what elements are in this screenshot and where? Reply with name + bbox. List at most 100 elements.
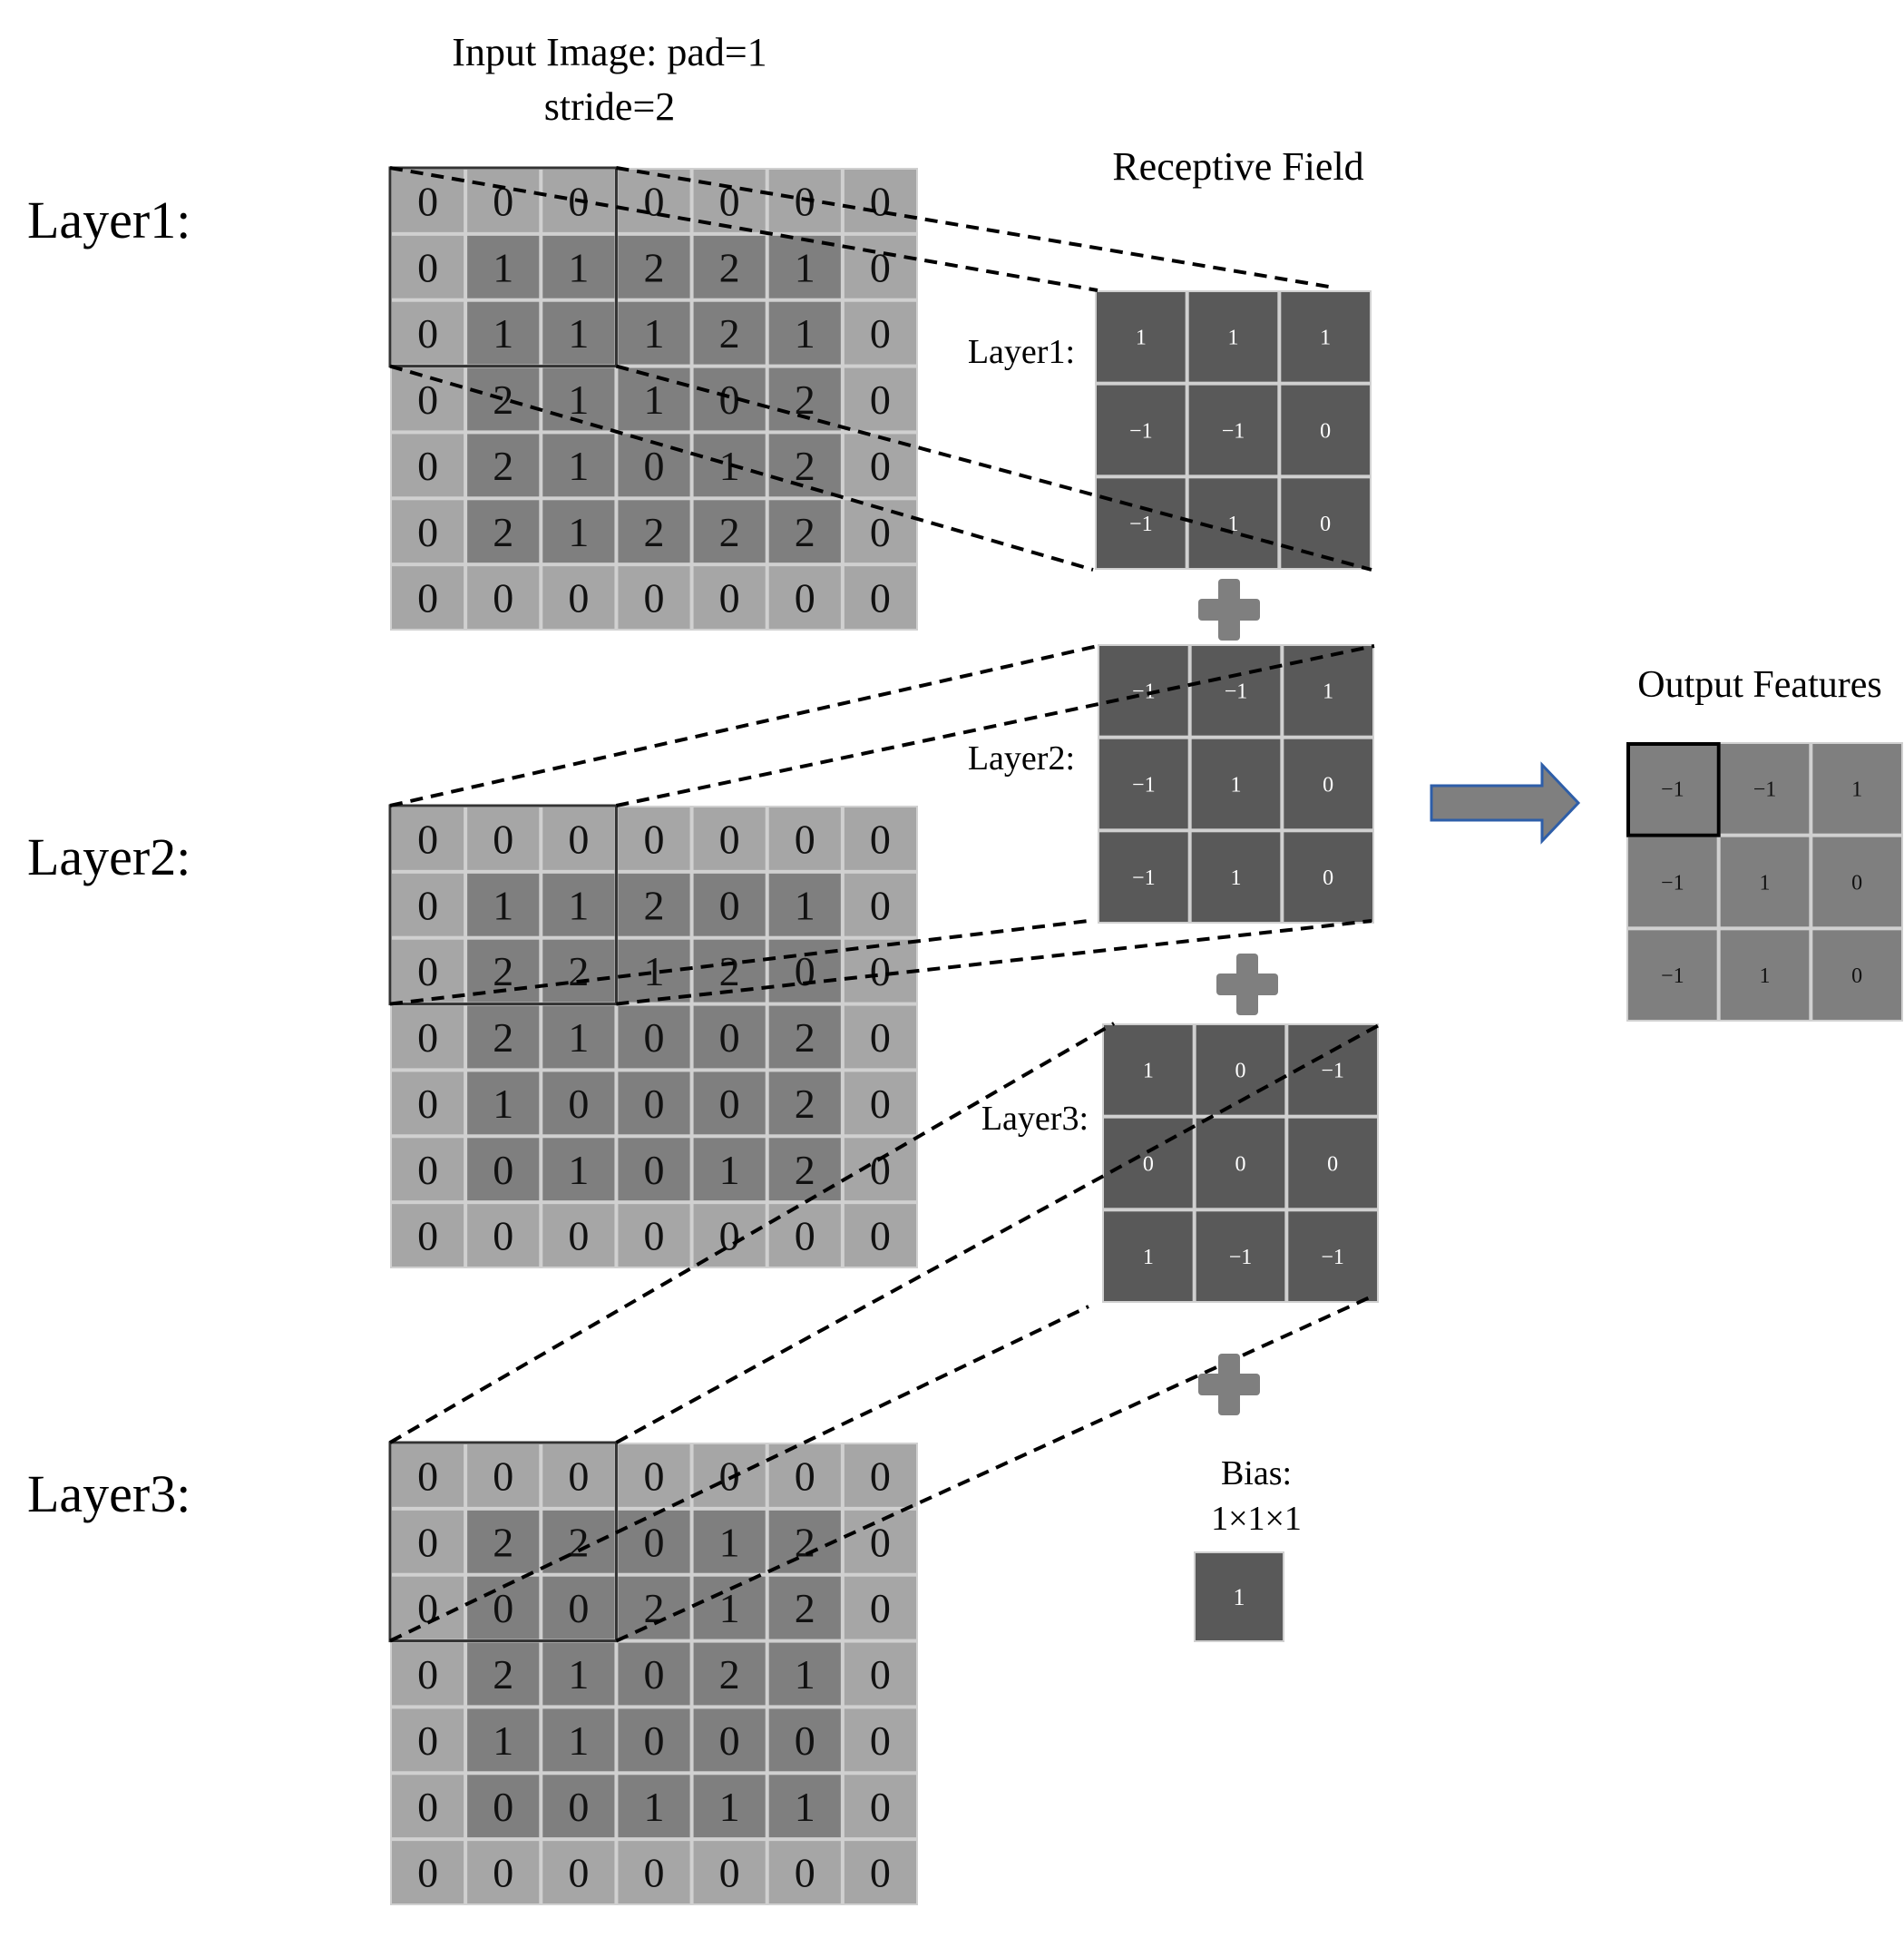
input-grid-layer2-cell-value: 0 [644, 1014, 665, 1061]
input-grid-layer2-cell [467, 873, 540, 936]
input-grid-layer3-cell-value: 0 [719, 1717, 740, 1764]
input-grid-layer2-cell [542, 807, 615, 870]
input-grid-layer2-cell-value: 0 [870, 817, 891, 863]
output-grid-cell-value: 0 [1851, 964, 1862, 988]
output-grid-cell-value: −1 [1661, 778, 1684, 802]
kernel-grid-layer3-cell [1196, 1118, 1285, 1208]
kernel-grid-layer2-cell-value: 1 [1231, 773, 1242, 797]
input-title-line2: stride=2 [544, 84, 676, 129]
input-grid-layer2-cell [392, 1005, 464, 1069]
input-grid-layer2-cell-value: 1 [493, 1081, 513, 1127]
input-grid-layer1-cell [768, 235, 841, 298]
input-grid-layer1-cell-value: 0 [644, 443, 665, 489]
input-grid-layer1-cell [768, 434, 841, 497]
input-grid-layer1-cell-value: 1 [568, 244, 589, 290]
kernel-grid-layer2-cell-value: −1 [1132, 866, 1156, 890]
input-grid-layer3-cell [392, 1642, 464, 1706]
input-grid-layer2-cell-value: 0 [493, 1147, 513, 1193]
projection-line [389, 644, 1098, 807]
input-grid-layer2-cell [844, 1071, 916, 1135]
input-grid-layer2-cell-value: 0 [644, 1213, 665, 1259]
input-grid-layer3-cell-value: 1 [795, 1651, 815, 1698]
input-grid-layer3-cell [542, 1841, 615, 1903]
output-grid-cell [1628, 744, 1717, 834]
input-grid-layer3-cell [844, 1510, 916, 1573]
input-grid-layer3-cell [844, 1642, 916, 1706]
input-grid-layer3-cell-value: 0 [493, 1585, 513, 1631]
output-grid-cell-value: −1 [1661, 964, 1684, 988]
kernel-grid-layer1-cell [1097, 478, 1186, 568]
kernel-grid-layer3-cell-value: 0 [1235, 1060, 1246, 1083]
input-grid-layer3-cell-value: 0 [417, 1519, 438, 1565]
input-grid-layer2-cell [844, 1138, 916, 1201]
receptive-field-title: Receptive Field [1112, 144, 1363, 189]
input-grid-layer3-cell [618, 1841, 690, 1903]
input-grid-layer2-cell [467, 1138, 540, 1201]
input-grid-layer1-cell [693, 500, 766, 563]
input-grid-layer3-cell [542, 1510, 615, 1573]
bias-cell-cell [1196, 1553, 1283, 1640]
input-grid-layer3-cell-value: 2 [493, 1519, 513, 1565]
input-grid-layer1-cell [768, 566, 841, 629]
input-grid-layer1-cell-value: 1 [568, 310, 589, 357]
input-grid-layer1-cell [693, 367, 766, 431]
input-grid-layer2-cell [618, 1204, 690, 1267]
input-grid-layer1-cell-value: 0 [870, 244, 891, 290]
input-grid-layer3-cell [844, 1576, 916, 1639]
input-grid-layer2-cell-value: 0 [417, 882, 438, 928]
input-grid-layer1-cell-value: 0 [870, 310, 891, 357]
input-grid-layer2-cell [542, 939, 615, 1003]
input-grid-layer2-cell [467, 1005, 540, 1069]
input-grid-layer2-cell-value: 1 [719, 1147, 740, 1193]
input-grid-layer1-cell-value: 2 [644, 244, 665, 290]
input-grid-layer2-cell [467, 1204, 540, 1267]
input-grid-layer1-cell [392, 235, 464, 298]
input-grid-layer1-cell [618, 566, 690, 629]
input-grid-layer2-cell-value: 0 [417, 817, 438, 863]
input-grid-layer3-cell [768, 1708, 841, 1772]
input-grid-layer2-cell-value: 2 [493, 948, 513, 994]
output-grid-cell-value: 1 [1760, 964, 1771, 988]
input-grid-layer2-cell-value: 0 [870, 1213, 891, 1259]
input-grid-layer3-cell-value: 0 [644, 1519, 665, 1565]
input-grid-layer1-cell-value: 0 [870, 179, 891, 225]
kernel-grid-layer1-cell [1281, 385, 1370, 475]
input-grid-layer2-cell [844, 807, 916, 870]
input-grid-layer3-cell-value: 0 [870, 1519, 891, 1565]
kernel-grid-layer1-cell [1188, 292, 1278, 382]
input-grid-layer2-cell-value: 0 [719, 817, 740, 863]
input-grid-layer3-cell [768, 1642, 841, 1706]
input-grid-layer2-cell-value: 0 [795, 817, 815, 863]
input-grid-layer3-cell [467, 1444, 540, 1507]
input-grid-layer1-cell [844, 301, 916, 365]
plus-icon [1198, 579, 1260, 641]
output-grid-cell [1720, 930, 1810, 1020]
input-grid-layer3-cell-value: 0 [568, 1784, 589, 1830]
input-grid-layer2-cell [542, 1204, 615, 1267]
input-grid-layer2-cell [768, 807, 841, 870]
bias-label: Bias: [1221, 1454, 1292, 1492]
input-grid-layer2-cell-value: 0 [568, 1213, 589, 1259]
input-grid-layer2-cell-value: 0 [417, 1014, 438, 1061]
input-grid-layer3-cell-value: 0 [417, 1651, 438, 1698]
input-grid-layer1-cell [392, 301, 464, 365]
input-grid-layer3-cell [392, 1775, 464, 1838]
input-grid-layer1-cell [467, 235, 540, 298]
input-grid-layer3-cell-value: 0 [417, 1453, 438, 1500]
input-grid-layer2-cell-value: 0 [417, 1081, 438, 1127]
input-grid-layer1-cell [392, 434, 464, 497]
input-grid-layer2-cell [392, 939, 464, 1003]
layer1-label: Layer1: [27, 191, 190, 249]
input-grid-layer2-cell-value: 0 [719, 1014, 740, 1061]
input-grid-layer2-cell [693, 1005, 766, 1069]
kernel-grid-layer2-cell [1191, 646, 1281, 736]
input-grid-layer1-cell-value: 0 [795, 575, 815, 621]
plus-icon-bar-v [1236, 954, 1258, 1015]
output-grid-cell-value: 1 [1851, 778, 1862, 802]
input-grid-layer1-cell-value: 2 [795, 443, 815, 489]
input-grid-layer2-cell [618, 1005, 690, 1069]
projection-line [616, 166, 1330, 289]
